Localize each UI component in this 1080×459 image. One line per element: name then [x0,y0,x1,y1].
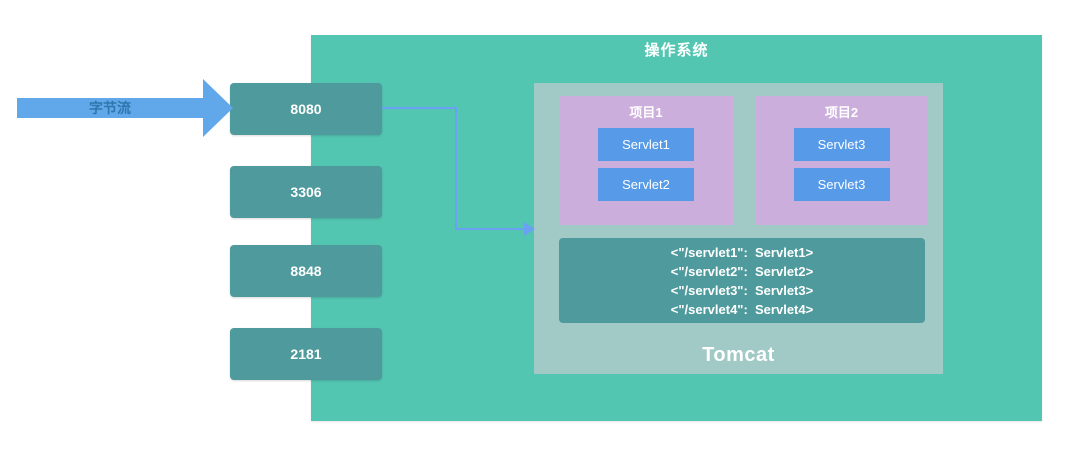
mapping-line: <"/servlet3": Servlet3> [670,283,814,298]
servlet-mapping-box: <"/servlet1": Servlet1> <"/servlet2": Se… [559,238,925,323]
port-box-8848: 8848 [230,245,382,297]
servlet1-box: Servlet1 [598,128,694,161]
mapping-line: <"/servlet2": Servlet2> [670,264,814,279]
connector-arrowhead-icon [524,222,535,236]
mapping-line: <"/servlet4": Servlet4> [670,302,814,317]
connector-segment-vertical [455,107,457,229]
project2-box: 项目2 Servlet3 Servlet3 [755,96,928,225]
servlet2-box: Servlet2 [598,168,694,201]
servlet3-box: Servlet3 [793,128,890,161]
port-box-3306: 3306 [230,166,382,218]
project1-box: 项目1 Servlet1 Servlet2 [559,96,733,225]
mapping-line: <"/servlet1": Servlet1> [670,245,814,260]
byte-stream-arrow: 字节流 [17,98,203,118]
connector-segment-horizontal-1 [382,107,457,109]
servlet3-box-duplicate: Servlet3 [793,168,890,201]
port-box-8080: 8080 [230,83,382,135]
tomcat-label: Tomcat [702,344,775,366]
port-box-2181: 2181 [230,328,382,380]
os-title: 操作系统 [644,42,709,59]
byte-stream-arrowhead-icon [203,79,233,137]
project1-title: 项目1 [629,105,663,120]
project2-title: 项目2 [824,105,859,120]
connector-segment-horizontal-2 [455,228,526,230]
